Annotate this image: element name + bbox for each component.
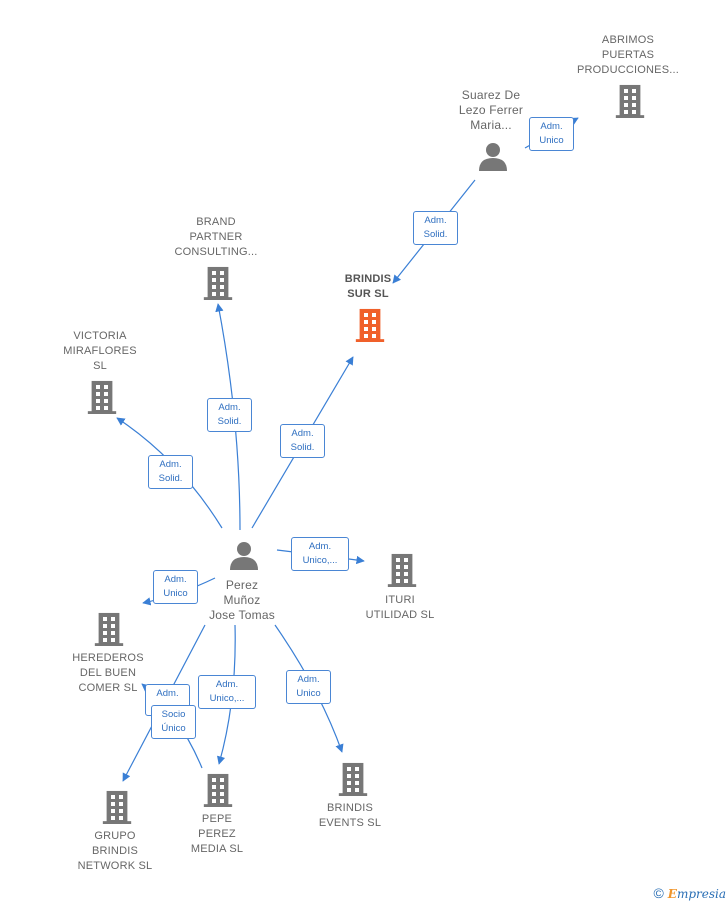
node-label-herederos[interactable]: HEREDEROS DEL BUEN COMER SL bbox=[72, 652, 144, 694]
building-icon[interactable] bbox=[203, 773, 233, 807]
node-label-brand[interactable]: BRAND PARTNER CONSULTING... bbox=[174, 216, 258, 258]
edge-label-perez-brand[interactable]: Adm. Solid. bbox=[207, 398, 252, 432]
edge-label-perez-brindis-events[interactable]: Adm. Unico bbox=[286, 670, 331, 704]
edge-label-perez-grupo-socio[interactable]: Socio Único bbox=[151, 705, 196, 739]
building-icon[interactable] bbox=[94, 612, 124, 646]
node-label-grupo[interactable]: GRUPO BRINDIS NETWORK SL bbox=[77, 830, 153, 872]
node-label-victoria[interactable]: VICTORIA MIRAFLORES SL bbox=[63, 330, 137, 372]
building-icon[interactable] bbox=[87, 380, 117, 414]
person-icon[interactable] bbox=[479, 143, 507, 171]
building-icon[interactable] bbox=[615, 84, 645, 118]
node-label-pepe[interactable]: PEPE PEREZ MEDIA SL bbox=[190, 813, 244, 855]
edge-label-perez-brindis-sur[interactable]: Adm. Solid. bbox=[280, 424, 325, 458]
node-label-perez[interactable]: Perez Muñoz Jose Tomas bbox=[209, 578, 275, 622]
building-icon[interactable] bbox=[102, 790, 132, 824]
focus-building-icon[interactable] bbox=[355, 308, 385, 342]
node-label-brindis-sur[interactable]: BRINDIS SUR SL bbox=[344, 273, 392, 300]
building-icon[interactable] bbox=[338, 762, 368, 796]
building-icon[interactable] bbox=[387, 553, 417, 587]
edge-label-suarez-brindis-sur[interactable]: Adm. Solid. bbox=[413, 211, 458, 245]
node-label-abrimos[interactable]: ABRIMOS PUERTAS PRODUCCIONES... bbox=[576, 34, 679, 76]
node-label-ituri[interactable]: ITURI UTILIDAD SL bbox=[365, 594, 435, 621]
edge-label-perez-pepe[interactable]: Adm. Unico,... bbox=[198, 675, 256, 709]
edge-label-perez-victoria[interactable]: Adm. Solid. bbox=[148, 455, 193, 489]
edge-label-suarez-abrimos[interactable]: Adm. Unico bbox=[529, 117, 574, 151]
brand-initial: E bbox=[667, 887, 677, 901]
person-icon[interactable] bbox=[230, 542, 258, 570]
brand-name: mpresia bbox=[676, 887, 726, 901]
copyright-icon: © bbox=[653, 885, 664, 901]
edge-label-perez-ituri[interactable]: Adm. Unico,... bbox=[291, 537, 349, 571]
edge-label-perez-herederos[interactable]: Adm. Unico bbox=[153, 570, 198, 604]
building-icon[interactable] bbox=[203, 266, 233, 300]
node-label-suarez[interactable]: Suarez De Lezo Ferrer Maria... bbox=[458, 88, 524, 132]
node-label-brindis-events[interactable]: BRINDIS EVENTS SL bbox=[318, 802, 382, 829]
footer-brand: ©Empresia bbox=[653, 885, 726, 901]
